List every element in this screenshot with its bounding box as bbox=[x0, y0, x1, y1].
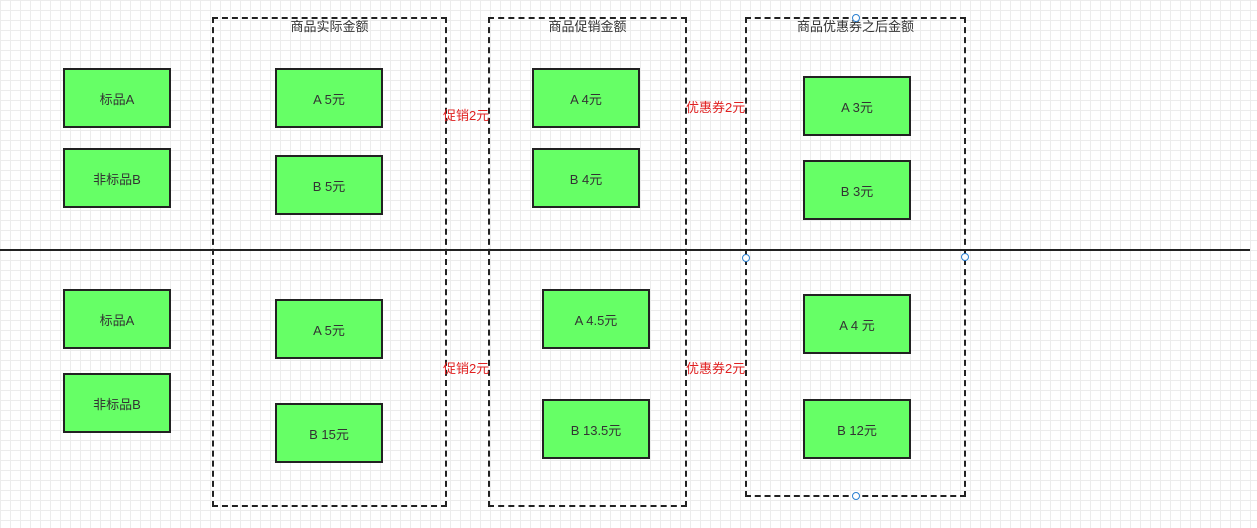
resize-handle-right[interactable] bbox=[961, 253, 969, 261]
bottom-item-b[interactable]: 非标品B bbox=[63, 373, 171, 433]
top-promo-b[interactable]: B 4元 bbox=[532, 148, 640, 208]
top-item-b[interactable]: 非标品B bbox=[63, 148, 171, 208]
resize-handle-top[interactable] bbox=[852, 14, 860, 22]
bottom-coupon-b[interactable]: B 12元 bbox=[803, 399, 911, 459]
bottom-promo-note: 促销2元 bbox=[443, 361, 490, 376]
bottom-coupon-a[interactable]: A 4 元 bbox=[803, 294, 911, 354]
group-title-actual: 商品实际金额 bbox=[290, 19, 369, 34]
bottom-promo-a[interactable]: A 4.5元 bbox=[542, 289, 650, 349]
resize-handle-left[interactable] bbox=[742, 254, 750, 262]
top-coupon-note: 优惠券2元 bbox=[686, 100, 746, 115]
top-actual-a[interactable]: A 5元 bbox=[275, 68, 383, 128]
top-promo-note: 促销2元 bbox=[443, 108, 490, 123]
group-title-promo: 商品促销金额 bbox=[548, 19, 627, 34]
group-actual-amount[interactable]: 商品实际金额 bbox=[212, 17, 447, 507]
top-actual-b[interactable]: B 5元 bbox=[275, 155, 383, 215]
top-item-a[interactable]: 标品A bbox=[63, 68, 171, 128]
bottom-item-a[interactable]: 标品A bbox=[63, 289, 171, 349]
top-coupon-a[interactable]: A 3元 bbox=[803, 76, 911, 136]
top-coupon-b[interactable]: B 3元 bbox=[803, 160, 911, 220]
bottom-actual-b[interactable]: B 15元 bbox=[275, 403, 383, 463]
bottom-promo-b[interactable]: B 13.5元 bbox=[542, 399, 650, 459]
bottom-coupon-note: 优惠券2元 bbox=[686, 361, 746, 376]
group-promo-amount[interactable]: 商品促销金额 bbox=[488, 17, 687, 507]
bottom-actual-a[interactable]: A 5元 bbox=[275, 299, 383, 359]
group-title-coupon: 商品优惠券之后金额 bbox=[796, 19, 914, 34]
divider-line[interactable] bbox=[0, 249, 1250, 251]
top-promo-a[interactable]: A 4元 bbox=[532, 68, 640, 128]
resize-handle-bottom[interactable] bbox=[852, 492, 860, 500]
